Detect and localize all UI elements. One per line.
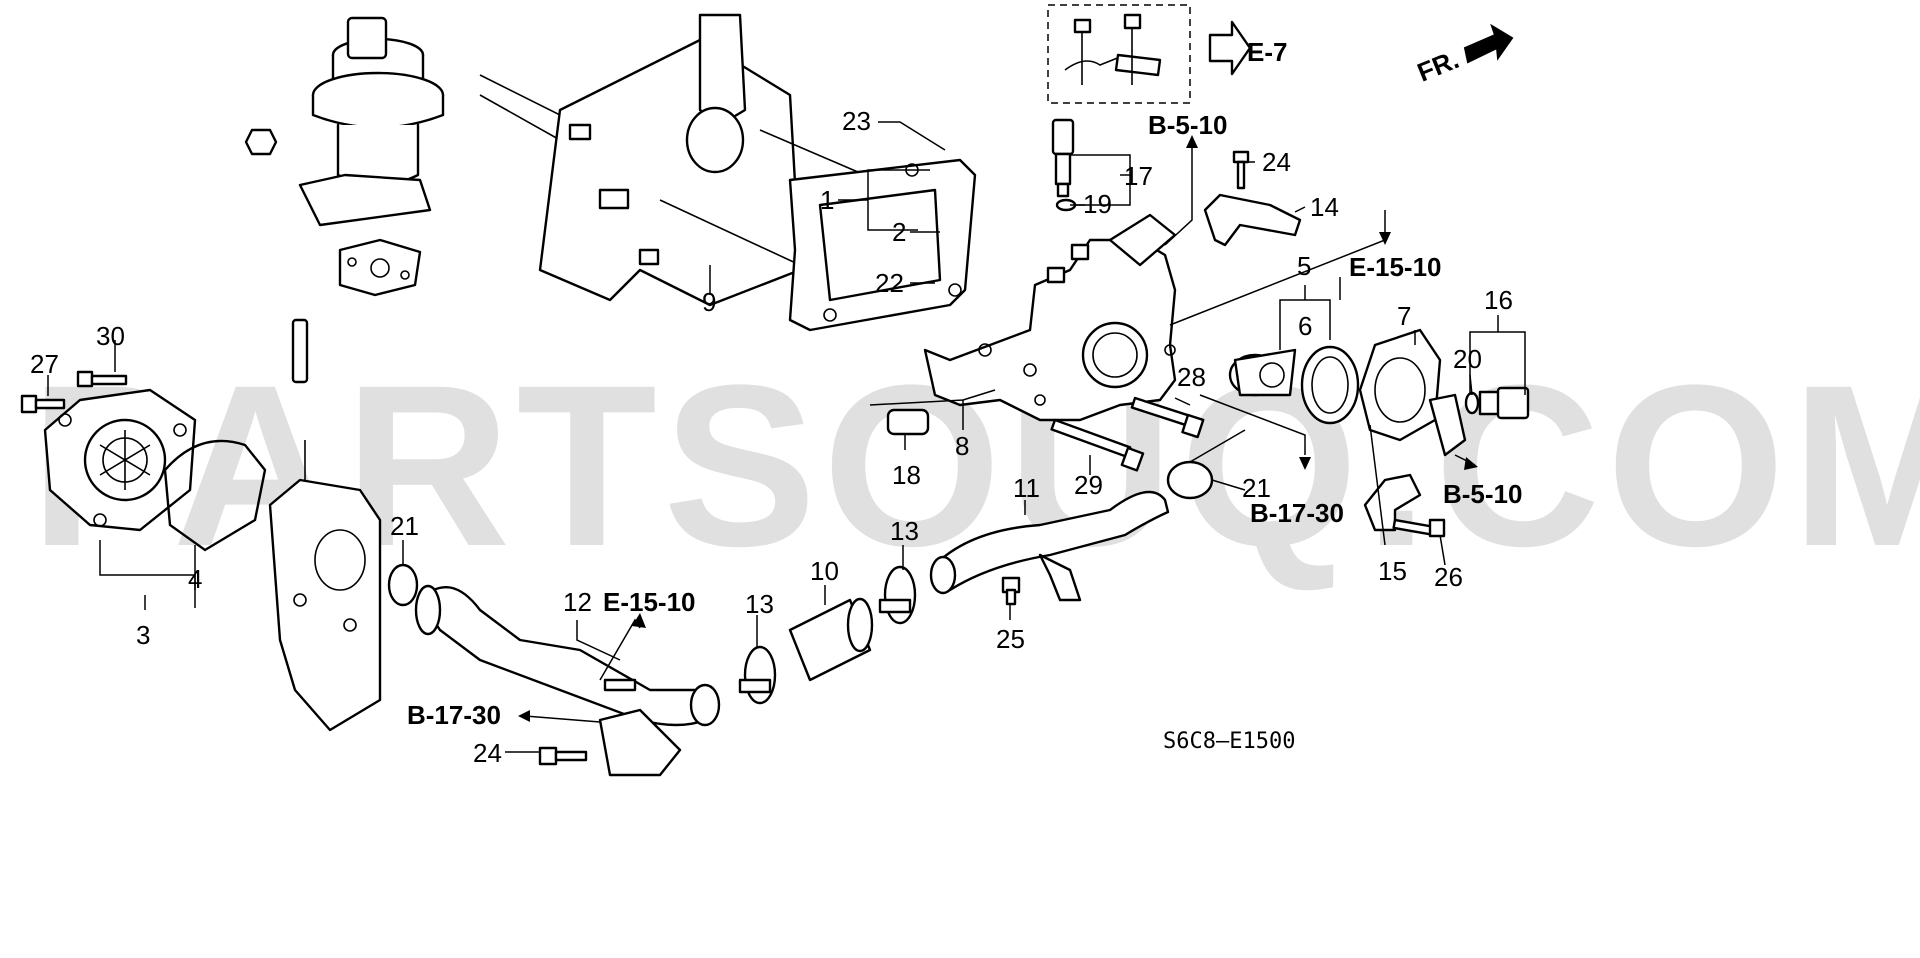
thermostat-housing-8 [923,213,1177,422]
callout-23: 23 [842,106,871,136]
nut-23 [244,128,278,156]
engine-block-illustration [479,13,901,307]
ref-e-15-10-bottom: E-15-10 [603,587,696,617]
ref-b-5-10-top: B-5-10 [1148,110,1227,140]
diagram-code: S6C8—E1500 [1163,729,1295,754]
water-pump-3 [43,388,197,532]
stud-22 [291,318,309,384]
ref-b-5-10-right: B-5-10 [1443,479,1522,509]
callout-13-left: 13 [745,589,774,619]
callout-20: 20 [1453,344,1482,374]
front-direction-label: FR. [1413,44,1463,88]
leader-lines [47,121,1526,753]
callout-13-right: 13 [890,516,919,546]
bolt-29 [1050,418,1145,472]
ref-e-15-10-right: E-15-10 [1349,252,1442,282]
callout-7: 7 [1397,301,1411,331]
temperature-sensor-17 [1051,118,1075,198]
o-ring-21-upper [1166,460,1214,500]
front-direction-arrow [1463,23,1514,64]
water-pipe-11 [929,490,1170,602]
bracket-15 [1363,473,1422,532]
callout-30: 30 [96,321,125,351]
sensor-16 [1478,386,1530,420]
hose-clamp-13-right [878,565,917,625]
callout-25: 25 [996,624,1025,654]
ref-arrows [518,135,1478,722]
ref-b-17-30-right: B-17-30 [1250,498,1344,528]
thermostat-5 [1228,348,1297,397]
hose-clamp-13-left [738,645,777,705]
callout-12: 12 [563,587,592,617]
callout-10: 10 [810,556,839,586]
callout-5: 5 [1297,251,1311,281]
bolt-26 [1392,518,1446,538]
o-ring-21-lower [387,563,419,607]
bolt-24-lower [538,746,588,766]
callout-6: 6 [1298,311,1312,341]
washer-20 [1464,391,1480,415]
callout-21-lower: 21 [390,511,419,541]
callout-11: 11 [1013,473,1040,503]
gasket-2 [338,238,422,297]
callout-16: 16 [1484,285,1513,315]
inset-box-e7 [1047,4,1252,104]
seal-6 [1300,345,1360,425]
callout-18: 18 [892,460,921,490]
bolt-24-upper [1232,150,1250,190]
callout-15: 15 [1378,556,1407,586]
callout-19: 19 [1083,189,1112,219]
pump-gasket-4 [163,439,267,552]
callout-2: 2 [892,217,906,247]
reference-labels: E-7 B-5-10 E-15-10 B-5-10 B-17-30 E-15-1… [407,37,1522,730]
callout-14: 14 [1310,192,1339,222]
callout-24-upper: 24 [1262,147,1291,177]
callout-1: 1 [820,185,834,215]
callout-3: 3 [136,620,150,650]
bolt-25 [1001,576,1021,606]
callout-28: 28 [1177,362,1206,392]
engine-side-cover [268,440,382,732]
bracket-14 [1203,193,1302,247]
callout-8: 8 [955,431,969,461]
water-pipe-12 [414,584,721,777]
bolt-27 [20,394,66,414]
plug-18 [886,408,930,436]
callout-24-lower: 24 [473,738,502,768]
callout-4: 4 [188,564,202,594]
callout-17: 17 [1124,161,1153,191]
thermostat-cover-7 [1358,328,1467,457]
callout-numbers: 1 2 3 4 5 6 7 8 9 10 11 12 13 13 14 15 1… [30,106,1513,768]
bolt-30 [76,370,128,388]
egr-valve [298,16,445,227]
callout-27: 27 [30,349,59,379]
callout-22: 22 [875,268,904,298]
callout-29: 29 [1074,470,1103,500]
callout-21-upper: 21 [1242,473,1271,503]
gasket-9 [788,158,977,332]
callout-9: 9 [702,287,716,317]
hose-10 [788,597,874,682]
ref-b-17-30-bottom: B-17-30 [407,700,501,730]
bolt-28 [1130,396,1205,439]
ref-e7: E-7 [1247,37,1287,67]
callout-26: 26 [1434,562,1463,592]
